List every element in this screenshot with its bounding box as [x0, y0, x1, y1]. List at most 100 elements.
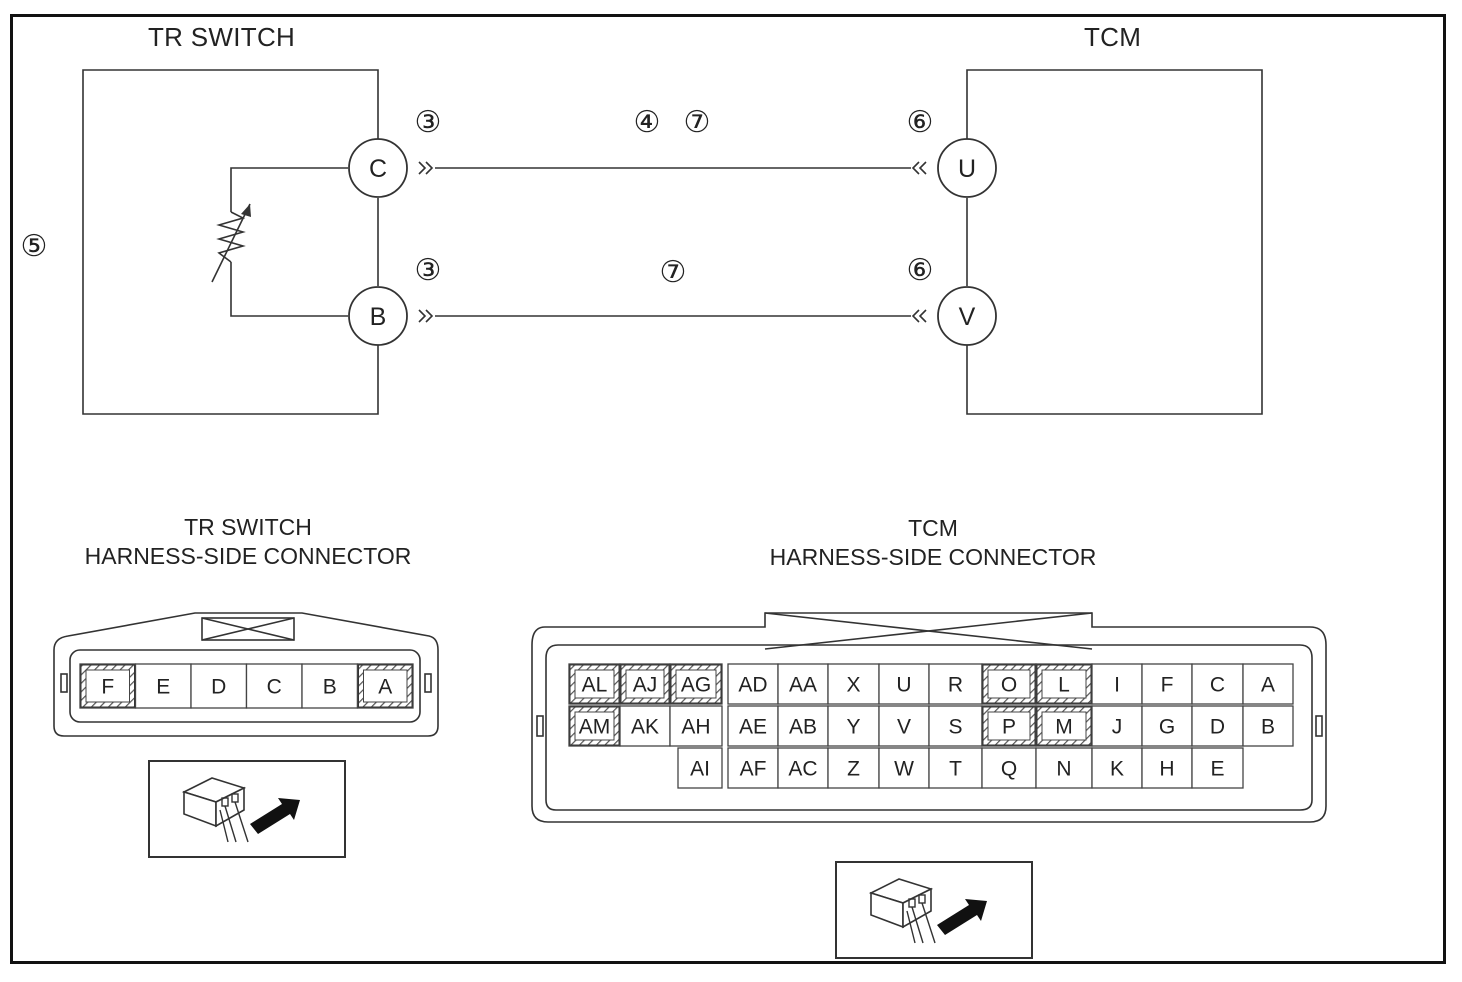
harness-side-view-icon	[181, 777, 300, 843]
tr-connector-housing	[53, 612, 439, 737]
tr-view-thumbnail	[148, 760, 346, 858]
pin-label: AC	[788, 758, 817, 781]
pin-label: E	[156, 676, 170, 699]
pin-Q: Q	[981, 747, 1037, 789]
pin-label: I	[1114, 674, 1120, 697]
pin-label: Y	[846, 716, 860, 739]
pin-E: E	[134, 663, 192, 709]
pin-AI: AI	[677, 747, 723, 789]
pin-X: X	[827, 663, 880, 705]
pin-C: C	[1191, 663, 1244, 705]
tcm-connector-tab-left	[536, 715, 544, 737]
pin-A: A	[356, 663, 414, 709]
resistor-lead-bottom	[230, 262, 348, 317]
pin-AL: AL	[568, 663, 621, 705]
terminal-label: V	[959, 303, 976, 331]
pin-T: T	[928, 747, 983, 789]
pin-R: R	[928, 663, 983, 705]
pin-label: K	[1110, 758, 1124, 781]
variable-resistor	[216, 211, 246, 263]
pin-label: AJ	[633, 674, 658, 697]
tr-connector-title-line1: TR SWITCH	[184, 514, 312, 540]
terminal-label: U	[958, 155, 976, 183]
pin-AB: AB	[777, 705, 829, 747]
pin-Z: Z	[827, 747, 880, 789]
ref-wire-c-b: ⑦	[684, 106, 711, 139]
pin-B: B	[301, 663, 359, 709]
pin-label: AF	[740, 758, 767, 781]
pin-label: AD	[738, 674, 767, 697]
terminal-tcm-u: U	[937, 138, 997, 198]
resistor-arrowhead-icon	[241, 204, 251, 217]
pin-D: D	[190, 663, 248, 709]
pin-label: AK	[631, 716, 659, 739]
pin-F: F	[79, 663, 137, 709]
pin-AA: AA	[777, 663, 829, 705]
pin-AE: AE	[727, 705, 779, 747]
terminal-tr-b: B	[348, 286, 408, 346]
pin-H: H	[1141, 747, 1193, 789]
pin-label: Q	[1001, 758, 1017, 781]
ref-tr-c: ③	[415, 106, 442, 139]
pin-I: I	[1091, 663, 1143, 705]
pin-AK: AK	[619, 705, 671, 747]
pin-label: A	[1261, 674, 1275, 697]
ref-tr-b: ③	[415, 254, 442, 287]
tr-connector-tab-right	[424, 673, 432, 693]
pin-label: L	[1058, 674, 1070, 697]
tr-connector-title: TR SWITCH HARNESS-SIDE CONNECTOR	[85, 513, 412, 571]
pin-D: D	[1191, 705, 1244, 747]
tcm-view-thumbnail	[835, 861, 1033, 959]
view-direction-arrow-icon	[250, 798, 300, 834]
pin-AM: AM	[568, 705, 621, 747]
chevron-v-icon	[911, 309, 927, 323]
pin-label: J	[1112, 716, 1123, 739]
tr-connector	[53, 612, 439, 737]
pin-label: AI	[690, 758, 710, 781]
ref-wire-b: ⑦	[660, 256, 687, 289]
pin-label: F	[1161, 674, 1174, 697]
pin-S: S	[928, 705, 983, 747]
diagram-frame	[10, 14, 1446, 964]
pin-V: V	[878, 705, 930, 747]
pin-label: B	[323, 676, 337, 699]
pin-AF: AF	[727, 747, 779, 789]
pin-AC: AC	[777, 747, 829, 789]
tr-connector-tab-left	[60, 673, 68, 693]
tr-switch-title: TR SWITCH	[148, 22, 296, 52]
terminal-tcm-v: V	[937, 286, 997, 346]
tcm-connector-title: TCM HARNESS-SIDE CONNECTOR	[770, 514, 1097, 572]
pin-label: U	[896, 674, 911, 697]
pin-G: G	[1141, 705, 1193, 747]
view-direction-arrow-icon	[937, 899, 987, 935]
pin-label: D	[1210, 716, 1225, 739]
pin-label: B	[1261, 716, 1275, 739]
pin-label: W	[894, 758, 914, 781]
pin-AD: AD	[727, 663, 779, 705]
pin-label: G	[1159, 716, 1175, 739]
tcm-connector-tab-right	[1315, 715, 1323, 737]
tr-connector-title-line2: HARNESS-SIDE CONNECTOR	[84, 543, 412, 569]
pin-label: R	[948, 674, 963, 697]
pin-label: O	[1001, 674, 1017, 697]
pin-N: N	[1035, 747, 1093, 789]
pin-label: N	[1056, 758, 1071, 781]
pin-label: S	[948, 716, 962, 739]
tcm-connector-housing	[531, 612, 1327, 823]
pin-label: AH	[681, 716, 710, 739]
pin-label: X	[846, 674, 860, 697]
pin-label: V	[897, 716, 911, 739]
pin-F: F	[1141, 663, 1193, 705]
tcm-connector-title-line1: TCM	[908, 515, 958, 541]
tr-connector-latch	[201, 617, 295, 641]
pin-label: P	[1002, 716, 1016, 739]
pin-label: A	[378, 676, 392, 699]
pin-B: B	[1242, 705, 1294, 747]
pin-label: D	[211, 676, 226, 699]
pin-label: H	[1159, 758, 1174, 781]
terminal-label: C	[369, 155, 387, 183]
terminal-label: B	[370, 303, 387, 331]
ref-tcm-v: ⑥	[907, 254, 934, 287]
